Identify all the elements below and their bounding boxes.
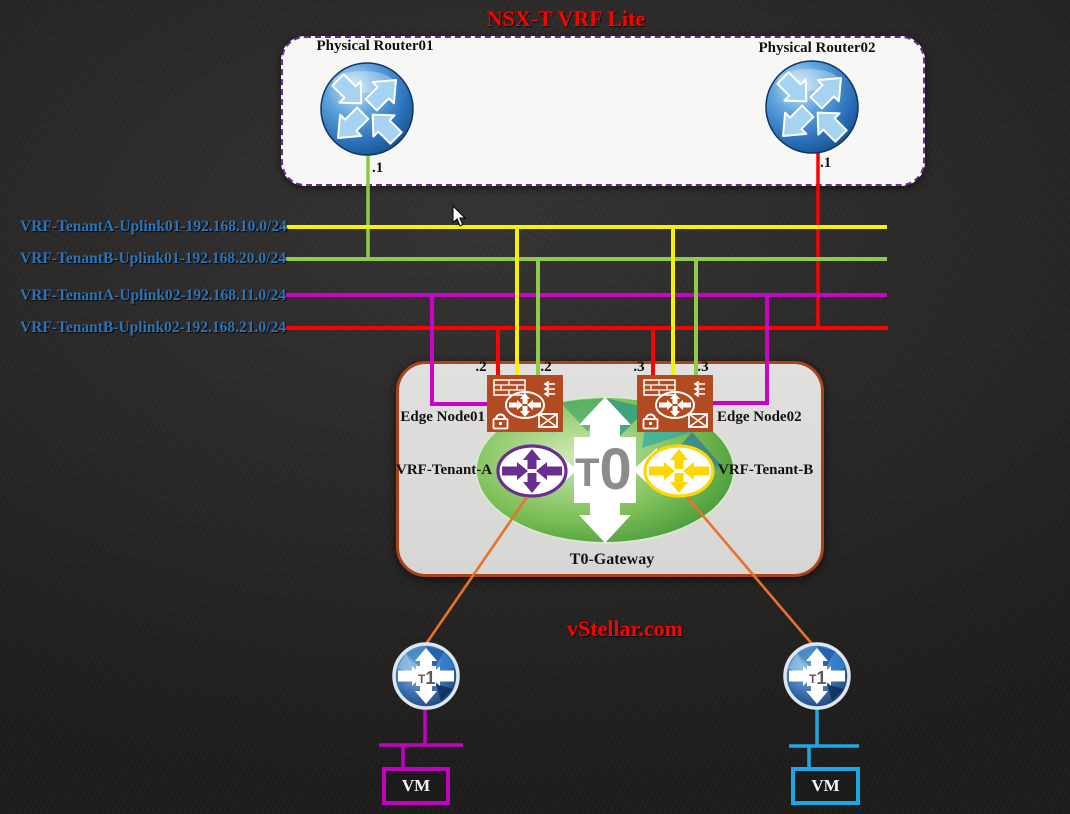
firewall-bricks-icon <box>493 379 526 396</box>
router02-label: Physical Router02 <box>758 40 876 56</box>
watermark: vStellar.com <box>567 616 683 641</box>
t1-gateway-b-icon: T1 <box>783 642 851 710</box>
load-balancer-icon <box>543 380 555 398</box>
physical-router02-icon <box>765 60 859 154</box>
edge-node01-label: Edge Node01 <box>400 409 485 425</box>
lock-icon <box>492 413 509 430</box>
vm-tenant-a: VM <box>382 767 450 805</box>
t1-logo-text: T1 <box>418 668 435 688</box>
envelope-icon <box>688 413 708 428</box>
vm-tenant-a-label: VM <box>401 776 431 795</box>
load-balancer-icon <box>693 380 705 398</box>
vm-tenant-b-label: VM <box>811 776 840 795</box>
edge-router-arrows-icon <box>659 393 691 417</box>
vrf-tenant-b-icon <box>643 444 715 498</box>
router02-interface-label: .1 <box>820 155 832 171</box>
firewall-bricks-icon <box>643 379 676 396</box>
vrf-tenant-a-icon <box>496 444 568 498</box>
vrf-tenant-a-label: VRF-Tenant-A <box>396 462 493 478</box>
edge-node01-icon <box>487 375 563 432</box>
physical-router01-icon <box>320 62 414 156</box>
t1-arrows <box>398 648 454 704</box>
edge-router-arrows-icon <box>509 393 541 417</box>
envelope-icon <box>538 413 558 428</box>
edge02-ip-left-label: .3 <box>633 359 645 375</box>
router01-interface-label: .1 <box>372 160 384 176</box>
vrf-tenant-b-label: VRF-Tenant-B <box>718 462 814 478</box>
uplink-b1-label: VRF-TenantB-Uplink01-192.168.20.0/24 <box>20 250 286 267</box>
t1-arrows <box>789 648 845 704</box>
t1-logo-text: T1 <box>809 668 826 688</box>
edge-node02-label: Edge Node02 <box>717 409 802 425</box>
edge01-ip-right-label: .2 <box>540 359 552 375</box>
uplink-b2-label: VRF-TenantB-Uplink02-192.168.21.0/24 <box>20 319 286 336</box>
page-title: NSX-T VRF Lite <box>486 6 646 31</box>
t0-logo-text: T0 <box>575 437 632 502</box>
t0-gateway-label: T0-Gateway <box>569 551 655 568</box>
uplink-a1-label: VRF-TenantA-Uplink01-192.168.10.0/24 <box>20 218 287 235</box>
router01-label: Physical Router01 <box>316 38 434 54</box>
edge-node02-icon <box>637 375 713 432</box>
uplink-a2-label: VRF-TenantA-Uplink02-192.168.11.0/24 <box>20 287 286 304</box>
edge02-ip-right-label: .3 <box>697 359 709 375</box>
edge01-ip-left-label: .2 <box>475 359 487 375</box>
t1-gateway-a-icon: T1 <box>392 642 460 710</box>
vm-tenant-b: VM <box>791 767 860 805</box>
lock-icon <box>642 413 659 430</box>
mouse-cursor <box>452 205 467 227</box>
